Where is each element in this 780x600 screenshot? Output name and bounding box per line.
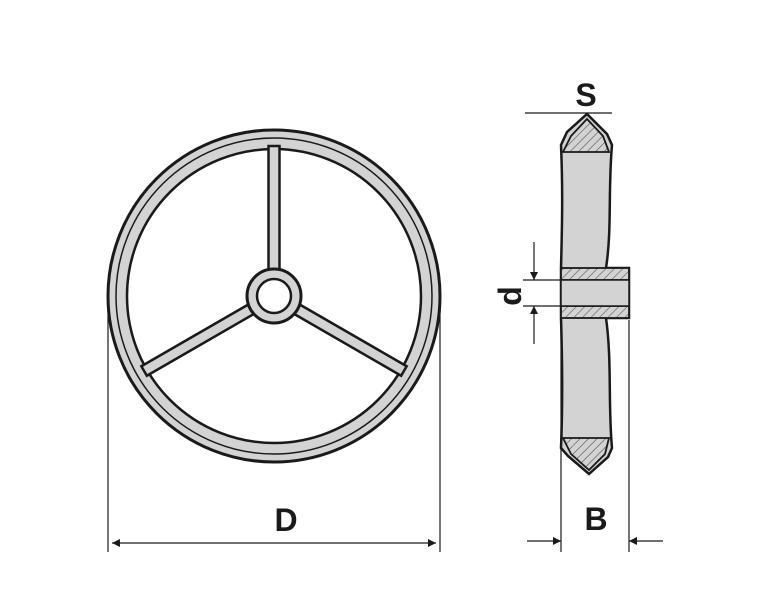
- hub-width-label: B: [584, 501, 607, 537]
- hub-bore: [560, 279, 630, 307]
- dimension-hub-width: B: [527, 320, 663, 552]
- side-view: [559, 112, 631, 476]
- dimension-diameter: D: [107, 300, 441, 552]
- spoke-top: [267, 144, 281, 278]
- rim-section-bottom: [561, 437, 611, 472]
- front-view: [106, 128, 442, 464]
- dimension-bore: d: [492, 242, 561, 344]
- diameter-label: D: [274, 502, 297, 538]
- bore-label: d: [492, 286, 528, 306]
- wheel-hub: [245, 267, 303, 325]
- rim-section-top: [561, 117, 611, 153]
- hub-section-bottom: [560, 305, 630, 319]
- rim-width-label: S: [575, 77, 596, 113]
- dimension-rim-width: S: [525, 77, 612, 114]
- hub-section-top: [560, 267, 630, 281]
